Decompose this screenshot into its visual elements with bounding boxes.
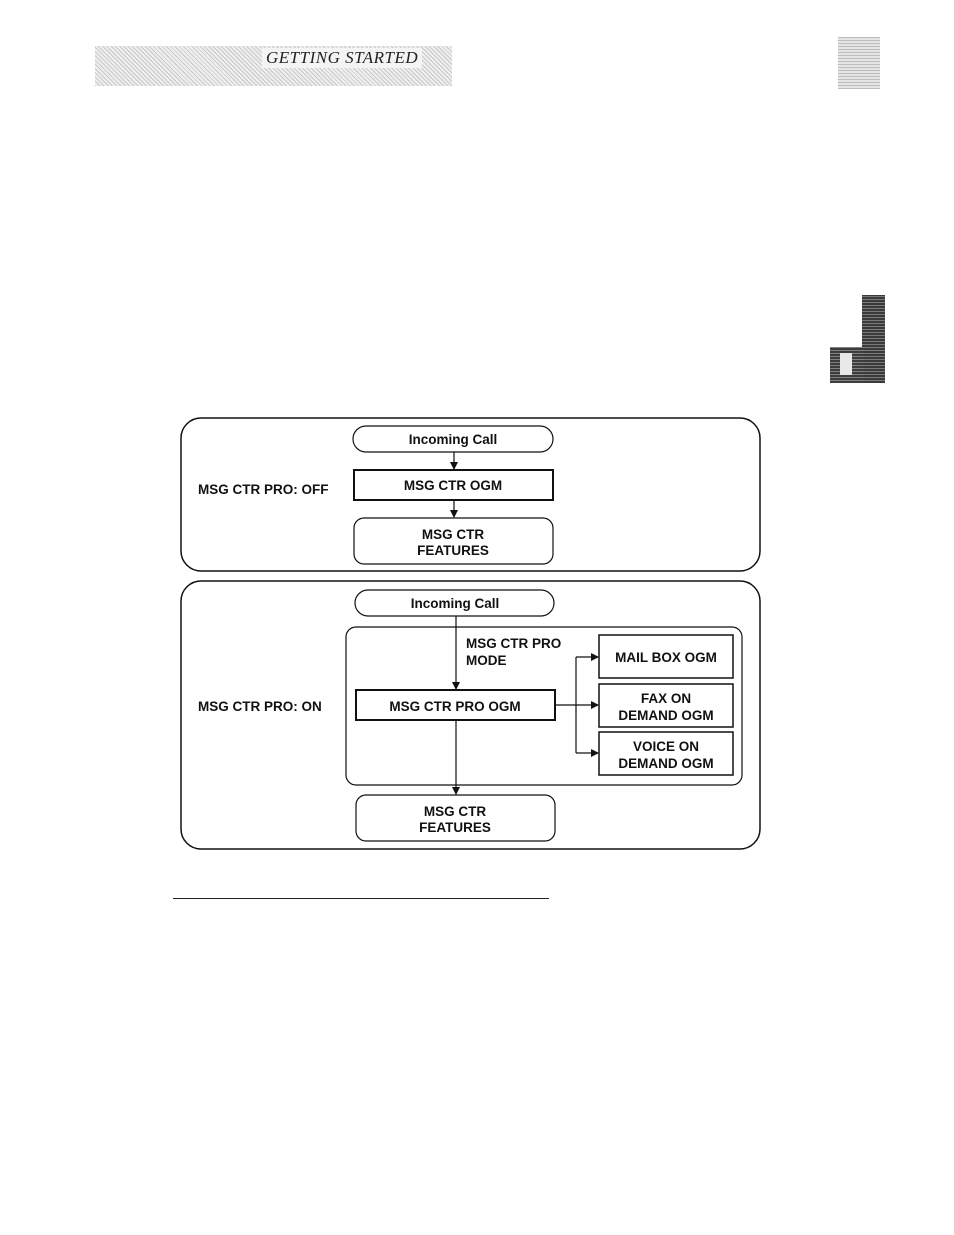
pro-mode-label-line2: MODE [466, 653, 507, 668]
on-mode-label: MSG CTR PRO: ON [198, 699, 322, 714]
off-features-line1: MSG CTR [422, 527, 484, 542]
footnote-rule [173, 898, 549, 899]
fax-ogm-line2: DEMAND OGM [618, 708, 713, 723]
on-incoming-call-label: Incoming Call [411, 596, 500, 611]
mailbox-ogm-label: MAIL BOX OGM [615, 650, 717, 665]
voice-ogm-line2: DEMAND OGM [618, 756, 713, 771]
off-ogm-label: MSG CTR OGM [404, 478, 502, 493]
pro-ogm-label: MSG CTR PRO OGM [389, 699, 520, 714]
off-mode-label: MSG CTR PRO: OFF [198, 482, 329, 497]
fax-ogm-line1: FAX ON [641, 691, 691, 706]
on-features-line1: MSG CTR [424, 804, 486, 819]
off-incoming-call-label: Incoming Call [409, 432, 498, 447]
pro-mode-label-line1: MSG CTR PRO [466, 636, 561, 651]
on-features-line2: FEATURES [419, 820, 491, 835]
off-features-line2: FEATURES [417, 543, 489, 558]
voice-ogm-line1: VOICE ON [633, 739, 699, 754]
